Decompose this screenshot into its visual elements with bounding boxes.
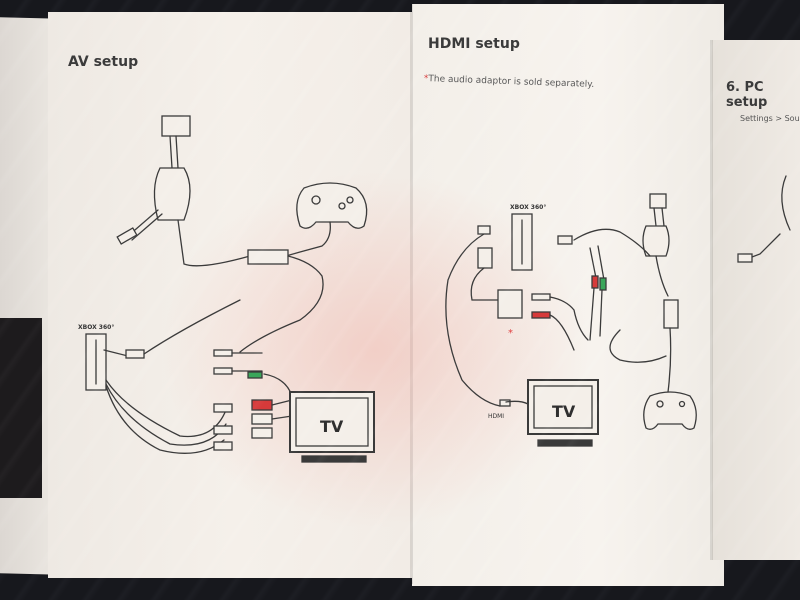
inline-controller-box xyxy=(247,249,289,265)
tv-icon xyxy=(289,391,375,463)
tv-label: TV xyxy=(552,402,576,421)
hdmi-setup-panel xyxy=(412,4,724,586)
audio-adaptor xyxy=(497,289,523,319)
av-plugs xyxy=(213,349,293,451)
left-black-block xyxy=(0,318,42,498)
controller-icon xyxy=(285,182,368,257)
av-setup-panel xyxy=(48,12,420,578)
hdmi-cable-label: HDMI xyxy=(488,413,505,420)
pc-setup-heading: 6. PC setup xyxy=(726,80,768,110)
headset-icon xyxy=(642,193,670,257)
xbox-360-label: XBOX 360° xyxy=(510,204,547,211)
av-setup-heading: AV setup xyxy=(68,54,139,70)
inline-controller-box xyxy=(663,299,679,329)
pc-settings-text: Settings > Sou xyxy=(740,114,800,123)
adaptor-asterisk: * xyxy=(508,328,513,339)
xbox-console-icon xyxy=(511,213,533,271)
pc-setup-panel xyxy=(712,40,800,560)
fold-line xyxy=(410,4,413,584)
xbox-360-label: XBOX 360° xyxy=(78,324,115,331)
tv-label: TV xyxy=(320,417,344,436)
headset-icon xyxy=(737,175,791,263)
controller-icon xyxy=(643,391,697,430)
tv-icon xyxy=(527,379,599,447)
hdmi-setup-heading: HDMI setup xyxy=(428,36,520,52)
headset-icon xyxy=(116,115,251,267)
fold-line xyxy=(710,40,713,560)
xbox-console-icon xyxy=(85,333,107,391)
